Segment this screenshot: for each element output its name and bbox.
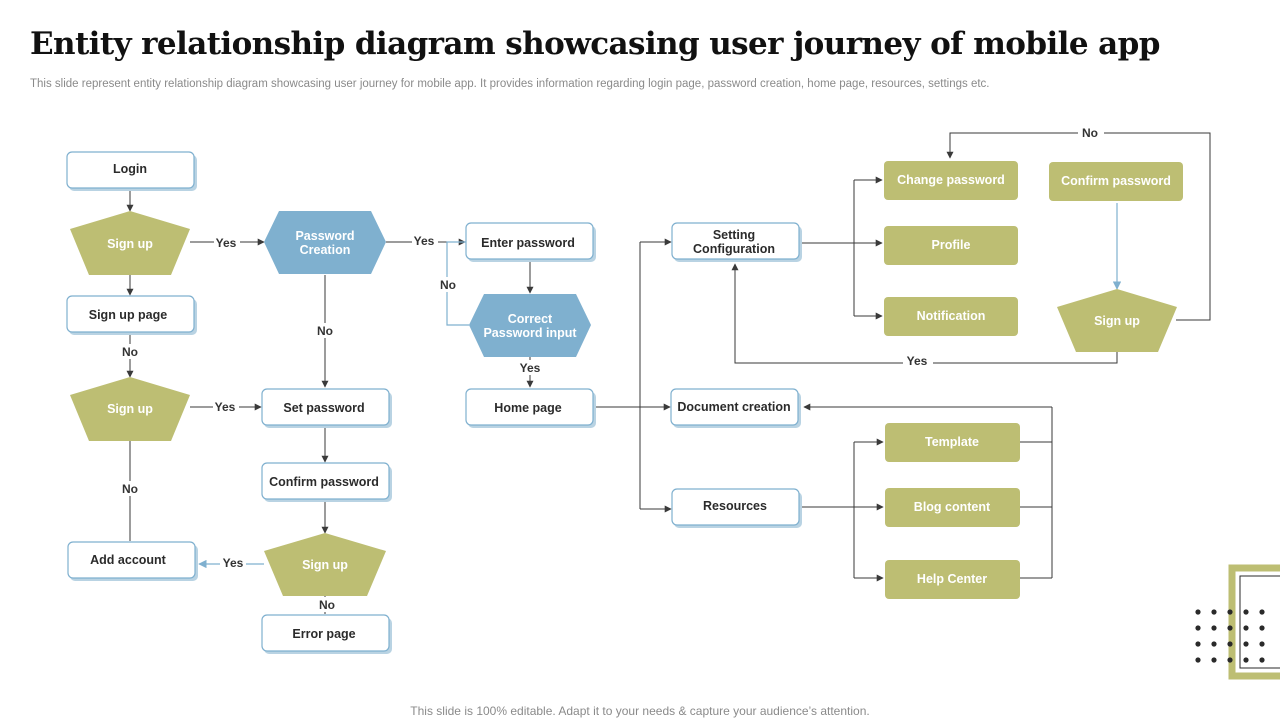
resources-box: Resources	[671, 488, 802, 528]
label-no: No	[122, 482, 138, 496]
resources-label: Resources	[703, 499, 767, 513]
enter-password-box: Enter password	[465, 222, 596, 262]
set-password-box: Set password	[261, 388, 392, 428]
signup-decision-3-label: Sign up	[302, 558, 348, 572]
set-password-label: Set password	[283, 401, 364, 415]
label-no: No	[1082, 126, 1098, 140]
signup-decision-1-label: Sign up	[107, 237, 153, 251]
confirm-password-2-label: Confirm password	[1061, 174, 1171, 188]
setting-configuration-label-2: Configuration	[693, 242, 775, 256]
help-center-box: Help Center	[885, 560, 1020, 599]
error-page-label: Error page	[292, 627, 355, 641]
label-no: No	[440, 278, 456, 292]
add-account-box: Add account	[67, 541, 198, 581]
label-no: No	[317, 324, 333, 338]
label-yes: Yes	[216, 236, 237, 250]
label-yes: Yes	[520, 361, 541, 375]
enter-password-label: Enter password	[481, 236, 575, 250]
signup-decision-1: Sign up	[70, 211, 190, 275]
profile-box: Profile	[884, 226, 1018, 265]
label-yes: Yes	[907, 354, 928, 368]
template-label: Template	[925, 435, 979, 449]
blog-content-label: Blog content	[914, 500, 991, 514]
document-creation-box: Document creation	[670, 388, 801, 428]
dot-grid	[1195, 609, 1265, 663]
signup-page-label: Sign up page	[89, 308, 168, 322]
signup-decision-2-label: Sign up	[107, 402, 153, 416]
home-page-label: Home page	[494, 401, 561, 415]
signup-decision-3: Sign up	[264, 533, 386, 596]
correct-password-hexagon: Correct Password input	[469, 294, 591, 357]
decorative-corner	[1195, 564, 1280, 680]
template-box: Template	[885, 423, 1020, 462]
password-creation-hexagon: Password Creation	[264, 211, 386, 274]
connectors	[126, 132, 1211, 614]
login-box: Login	[66, 151, 197, 191]
edge-signup4-changepw	[946, 132, 1211, 321]
label-no: No	[122, 345, 138, 359]
home-page-box: Home page	[465, 388, 596, 428]
label-yes: Yes	[223, 556, 244, 570]
confirm-password-2-box: Confirm password	[1049, 162, 1183, 201]
signup-decision-2: Sign up	[70, 377, 190, 441]
correct-password-label-1: Correct	[508, 312, 553, 326]
blog-content-box: Blog content	[885, 488, 1020, 527]
notification-label: Notification	[917, 309, 986, 323]
help-center-label: Help Center	[917, 572, 987, 586]
password-creation-label-2: Creation	[300, 243, 351, 257]
page-title: Entity relationship diagram showcasing u…	[30, 26, 1160, 62]
label-yes: Yes	[215, 400, 236, 414]
change-password-label: Change password	[897, 173, 1005, 187]
change-password-box: Change password	[884, 161, 1018, 200]
edge-labels: Yes No Yes No No Yes Yes No No Yes Yes N…	[117, 125, 1104, 612]
signup-decision-4-label: Sign up	[1094, 314, 1140, 328]
page-subtitle: This slide represent entity relationship…	[30, 78, 990, 90]
confirm-password-label: Confirm password	[269, 475, 379, 489]
label-no: No	[319, 598, 335, 612]
notification-box: Notification	[884, 297, 1018, 336]
confirm-password-box: Confirm password	[261, 462, 392, 502]
setting-configuration-box: Setting Configuration	[671, 222, 802, 262]
correct-password-label-2: Password input	[483, 326, 577, 340]
signup-decision-4: Sign up	[1057, 289, 1177, 352]
add-account-label: Add account	[90, 553, 167, 567]
password-creation-label-1: Password	[295, 229, 354, 243]
document-creation-label: Document creation	[677, 400, 790, 414]
label-yes: Yes	[414, 234, 435, 248]
setting-configuration-label-1: Setting	[713, 228, 755, 242]
login-label: Login	[113, 162, 147, 176]
footer-note: This slide is 100% editable. Adapt it to…	[410, 704, 870, 718]
error-page-box: Error page	[261, 614, 392, 654]
signup-page-box: Sign up page	[66, 295, 197, 335]
profile-label: Profile	[932, 238, 971, 252]
